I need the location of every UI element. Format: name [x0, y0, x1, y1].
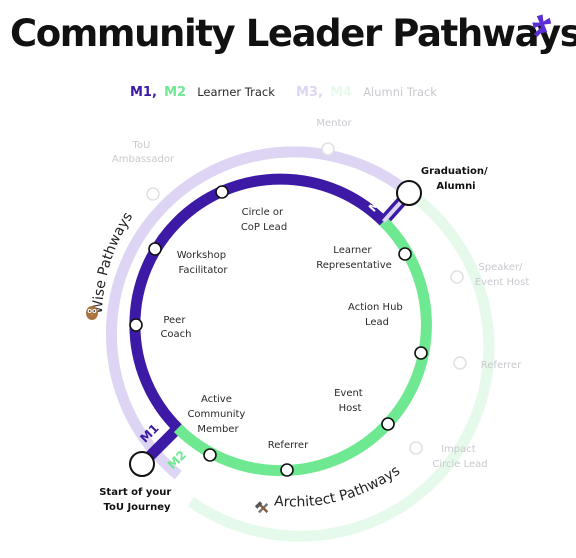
- alumni-track-m3: [105, 146, 413, 480]
- label-learner-representative: Learner Representative: [316, 245, 392, 271]
- label-outer-referrer: Referrer: [481, 360, 522, 371]
- learner-track-m1: [129, 173, 414, 468]
- node-outer-referrer[interactable]: [453, 356, 467, 370]
- svg-text:M3, M4 Alumni Track: M3, M4 Alumni Track: [296, 85, 437, 100]
- node-peer-coach[interactable]: [129, 318, 143, 332]
- legend-m3: M3,: [296, 85, 323, 100]
- legend-alumni-track: Alumni Track: [363, 85, 437, 99]
- label-impact-circle-lead: Impact Circle Lead: [432, 444, 487, 470]
- legend-learner-track: Learner Track: [197, 85, 275, 99]
- legend-m1: M1,: [130, 85, 157, 100]
- label-workshop-facilitator: Workshop Facilitator: [177, 250, 230, 276]
- alumni-track-m4: [187, 188, 495, 542]
- label-peer-coach: Peer Coach: [160, 315, 191, 340]
- page-title: Community Leader Pathways: [10, 12, 576, 55]
- label-graduation: Graduation/ Alumni: [421, 166, 491, 192]
- node-event-host[interactable]: [381, 417, 395, 431]
- node-impact-circle-lead[interactable]: [409, 441, 423, 455]
- label-tou-ambassador: ToU Ambassador: [112, 140, 175, 165]
- node-tou-ambassador[interactable]: [146, 187, 160, 201]
- legend-m4: M4: [330, 85, 352, 100]
- label-action-hub-lead: Action Hub Lead: [348, 302, 406, 328]
- node-active-member[interactable]: [203, 448, 217, 462]
- label-mentor: Mentor: [316, 118, 352, 129]
- hammer-wrench-icon: [254, 501, 269, 514]
- label-event-host: Event Host: [334, 388, 366, 414]
- label-speaker-event-host: Speaker/ Event Host: [475, 262, 530, 288]
- node-speaker-event-host[interactable]: [450, 270, 464, 284]
- node-action-hub-lead[interactable]: [414, 346, 428, 360]
- label-active-member: Active Community Member: [187, 394, 248, 435]
- node-start[interactable]: [129, 451, 155, 477]
- brand-logo-icon: [532, 14, 552, 37]
- label-start: Start of your ToU Journey: [99, 487, 175, 513]
- svg-text:M1, M2 Learner Track: M1, M2 Learner Track: [130, 85, 275, 100]
- node-workshop-facilitator[interactable]: [148, 242, 162, 256]
- legend-m2: M2: [164, 85, 186, 100]
- label-circle-lead: Circle or CoP Lead: [241, 207, 287, 233]
- node-circle-lead[interactable]: [215, 185, 229, 199]
- node-learner-representative[interactable]: [398, 247, 412, 261]
- node-referrer[interactable]: [280, 463, 294, 477]
- node-graduation[interactable]: [396, 180, 422, 206]
- owl-icon: [86, 306, 98, 320]
- node-mentor[interactable]: [321, 142, 335, 156]
- label-referrer: Referrer: [268, 440, 309, 451]
